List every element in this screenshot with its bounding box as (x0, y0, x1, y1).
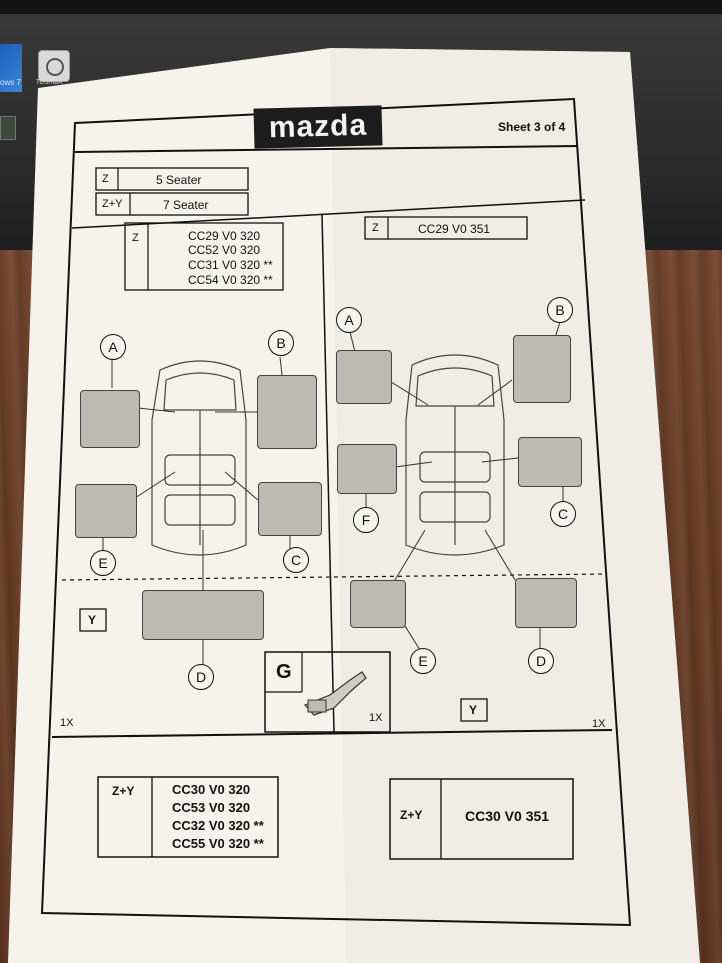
toshiba-label: TOSHIBA (36, 80, 63, 86)
desktop-shortcut-icon[interactable] (0, 116, 16, 140)
laptop-screen: ows 7 TOSHIBA (0, 0, 722, 250)
toshiba-app-icon[interactable] (38, 50, 70, 82)
windows-label: ows 7 (0, 78, 21, 87)
laptop-bezel (0, 0, 722, 14)
